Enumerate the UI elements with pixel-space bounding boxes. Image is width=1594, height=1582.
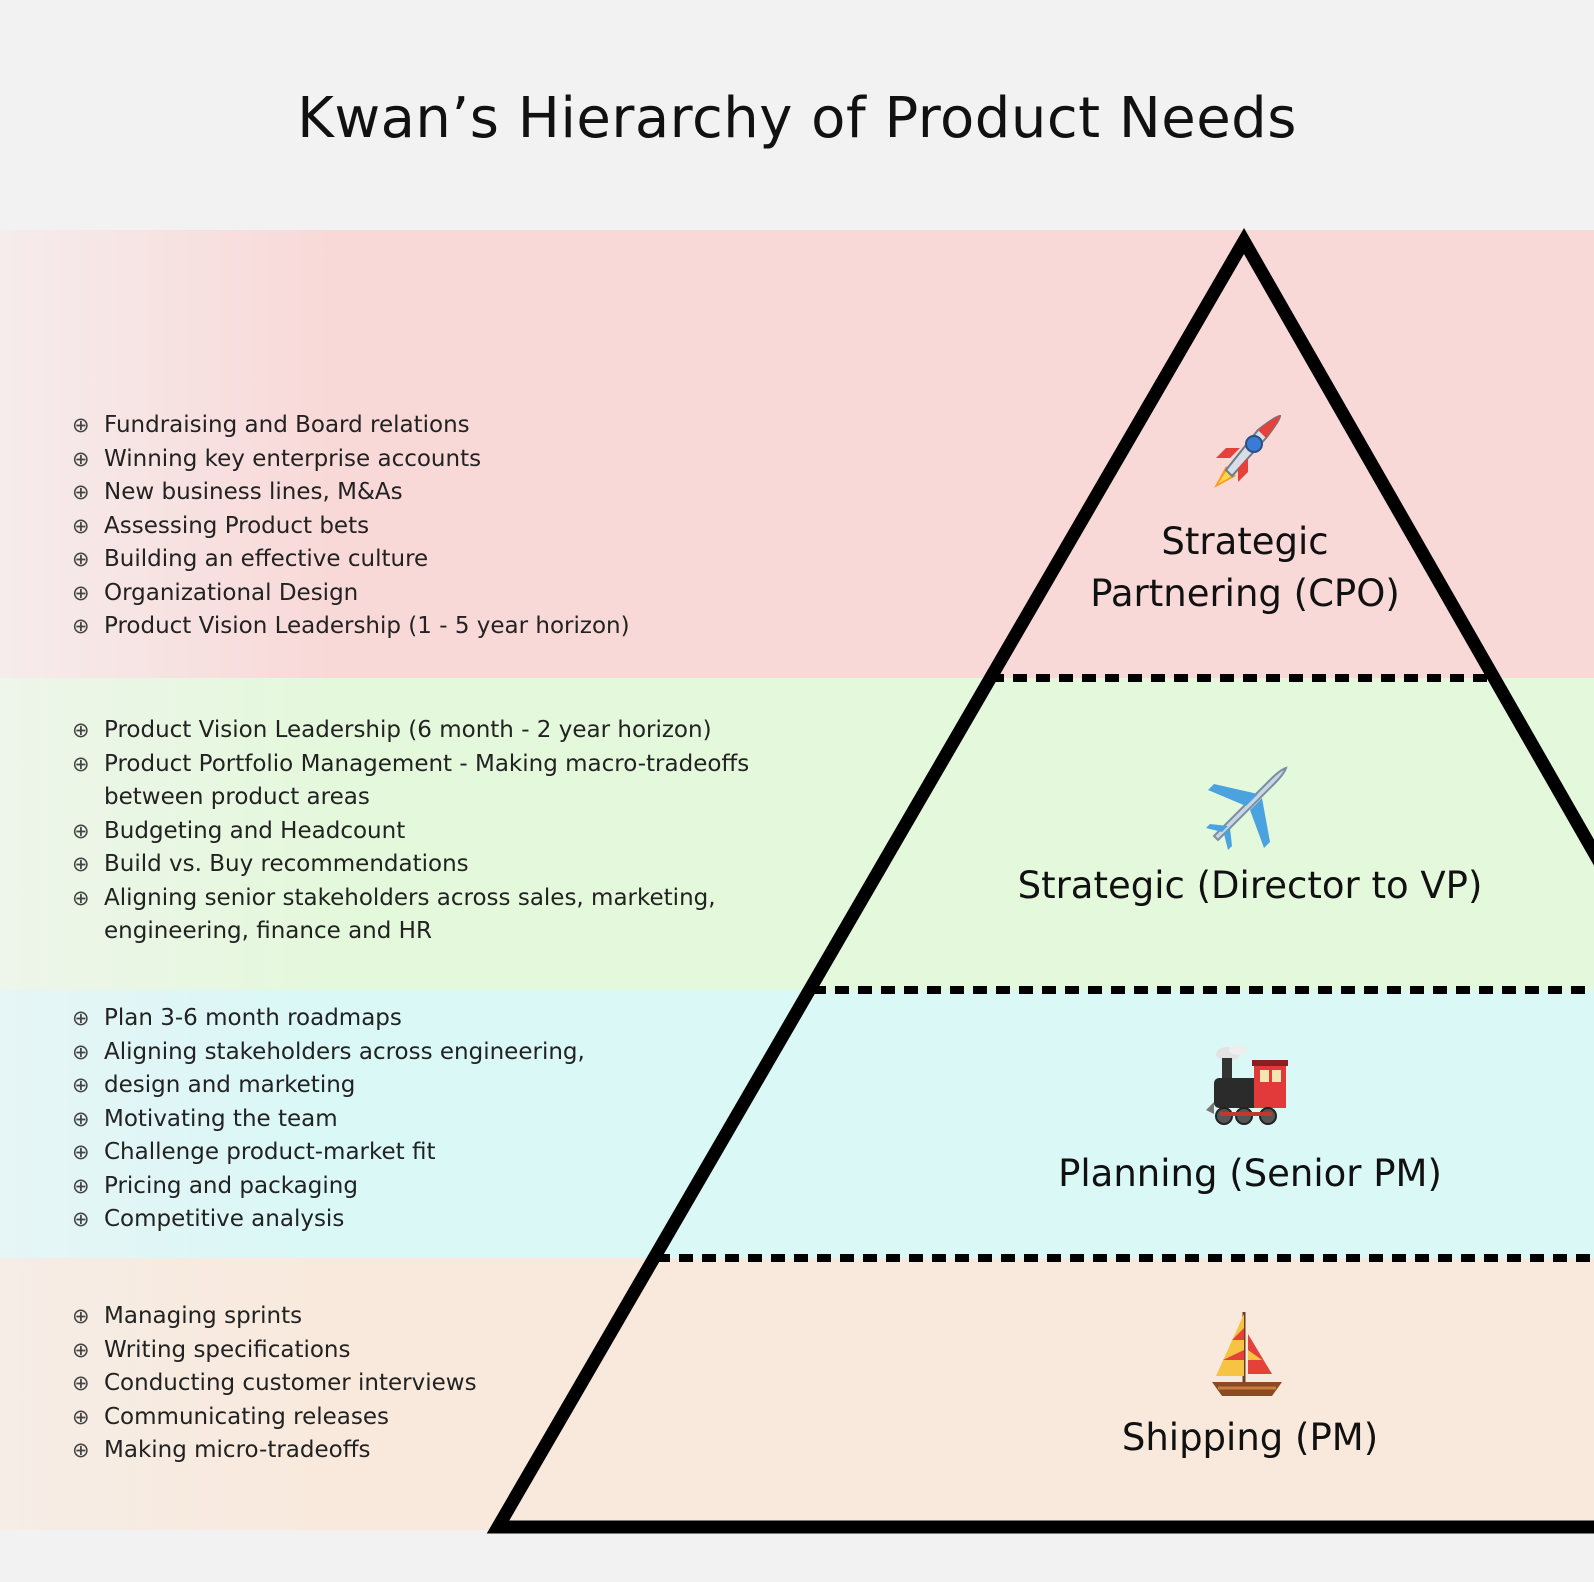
sailboat-icon: [1212, 1312, 1282, 1396]
list-item: Conducting customer interviews: [72, 1367, 592, 1401]
list-item: Budgeting and Headcount: [72, 815, 832, 849]
list-item: Managing sprints: [72, 1300, 592, 1334]
list-item: Building an effective culture: [72, 543, 692, 577]
list-item: Motivating the team: [72, 1103, 692, 1137]
list-item: Aligning senior stakeholders across sale…: [72, 882, 764, 949]
list-item: Challenge product-market fit: [72, 1136, 692, 1170]
list-item: Product Vision Leadership (1 - 5 year ho…: [72, 610, 692, 644]
tier-label-strategic: Strategic (Director to VP): [1017, 864, 1483, 907]
list-item: Winning key enterprise accounts: [72, 443, 692, 477]
tier-2-list: Product Vision Leadership (6 month - 2 y…: [72, 714, 832, 949]
diagram-title: Kwan’s Hierarchy of Product Needs: [297, 86, 1297, 151]
list-item: Build vs. Buy recommendations: [72, 848, 832, 882]
list-item: Product Vision Leadership (6 month - 2 y…: [72, 714, 832, 748]
tier-1-list: Fundraising and Board relations Winning …: [72, 409, 692, 644]
locomotive-icon: [1206, 1045, 1288, 1125]
rocket-icon: [1214, 414, 1282, 488]
list-item: Assessing Product bets: [72, 510, 692, 544]
pyramid-edges: [486, 227, 1594, 1534]
list-item: New business lines, M&As: [72, 476, 692, 510]
list-item: Making micro-tradeoffs: [72, 1434, 592, 1468]
list-item: Plan 3-6 month roadmaps: [72, 1002, 692, 1036]
list-item: design and marketing: [72, 1069, 692, 1103]
airplane-icon: [1206, 766, 1288, 850]
tier-label-line: Strategic: [1161, 520, 1329, 563]
list-item: Product Portfolio Management - Making ma…: [72, 748, 832, 815]
tier-3-list: Plan 3-6 month roadmaps Aligning stakeho…: [72, 1002, 692, 1237]
list-item: Communicating releases: [72, 1401, 592, 1435]
list-item: Writing specifications: [72, 1334, 592, 1368]
list-item: Competitive analysis: [72, 1203, 692, 1237]
tier-label-line: Partnering (CPO): [1090, 572, 1400, 615]
tier-label-shipping: Shipping (PM): [1121, 1416, 1379, 1459]
list-item: Pricing and packaging: [72, 1170, 692, 1204]
tier-4-list: Managing sprints Writing specifications …: [72, 1300, 592, 1468]
list-item: Aligning stakeholders across engineering…: [72, 1036, 692, 1070]
tier-label-strategic-partnering: Strategic Partnering (CPO): [1020, 516, 1470, 620]
list-item: Organizational Design: [72, 577, 692, 611]
tier-label-planning: Planning (Senior PM): [1058, 1152, 1442, 1195]
list-item: Fundraising and Board relations: [72, 409, 692, 443]
